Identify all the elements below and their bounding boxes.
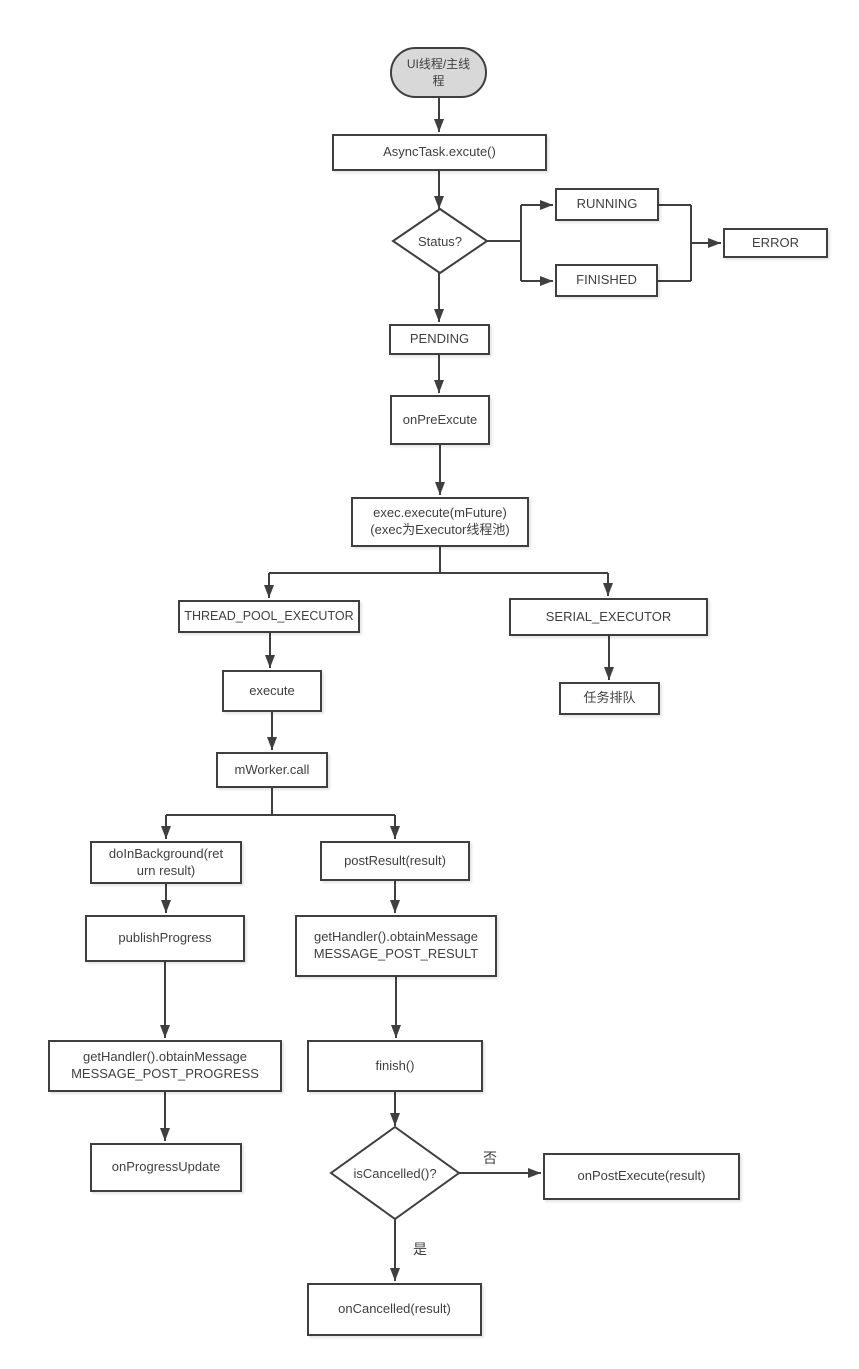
start-node: UI线程/主线程: [390, 47, 487, 98]
finished-node: FINISHED: [555, 264, 658, 297]
error-node: ERROR: [723, 228, 828, 258]
pending-node: PENDING: [389, 324, 490, 355]
edge-label-no: 否: [481, 1148, 499, 1168]
execute-node: execute: [222, 670, 322, 712]
oncancelled-node: onCancelled(result): [307, 1283, 482, 1336]
asynctask-execute-node: AsyncTask.excute(): [332, 134, 547, 171]
serial-executor-node: SERIAL_EXECUTOR: [509, 598, 708, 636]
iscancelled-diamond-shape: [329, 1125, 461, 1221]
doinbackground-node: doInBackground(ret urn result): [90, 841, 242, 884]
onpreexcute-node: onPreExcute: [390, 395, 490, 445]
task-queue-node: 任务排队: [559, 682, 660, 715]
mworker-call-node: mWorker.call: [216, 752, 328, 788]
status-diamond-shape: [391, 207, 489, 275]
publishprogress-node: publishProgress: [85, 915, 245, 962]
onprogressupdate-node: onProgressUpdate: [90, 1143, 242, 1192]
postresult-node: postResult(result): [320, 841, 470, 881]
edge-label-yes: 是: [411, 1239, 429, 1259]
exec-execute-node: exec.execute(mFuture) (exec为Executor线程池): [351, 497, 529, 547]
running-node: RUNNING: [555, 188, 659, 221]
gethandler-post-progress-node: getHandler().obtainMessage MESSAGE_POST_…: [48, 1040, 282, 1092]
finish-node: finish(): [307, 1040, 483, 1092]
onpostexecute-node: onPostExecute(result): [543, 1153, 740, 1200]
thread-pool-executor-node: THREAD_POOL_EXECUTOR: [178, 600, 360, 633]
gethandler-post-result-node: getHandler().obtainMessage MESSAGE_POST_…: [295, 915, 497, 977]
